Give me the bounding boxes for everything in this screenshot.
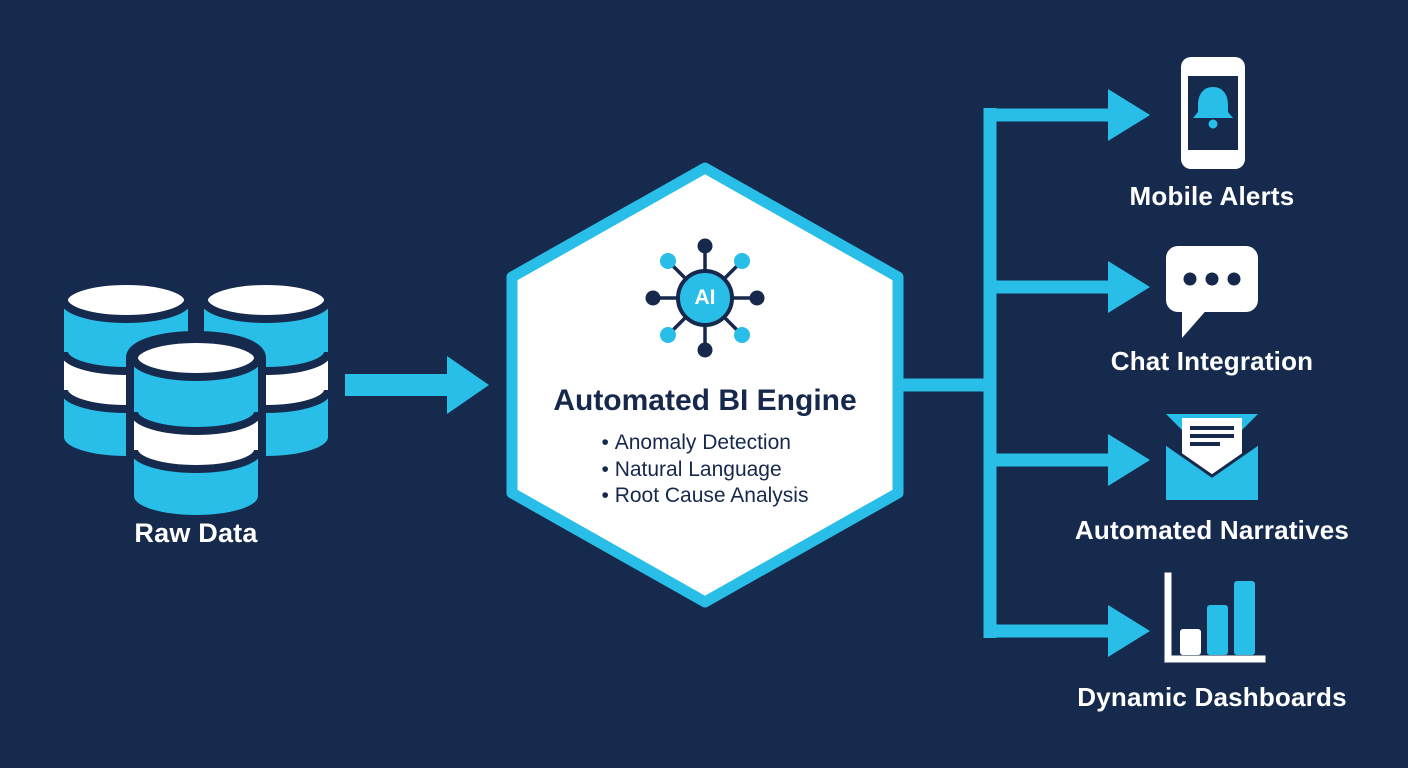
- output-label-automated-narratives: Automated Narratives: [1074, 515, 1350, 545]
- branch-arrowhead-chat: [1108, 261, 1150, 313]
- output-label-chat-integration: Chat Integration: [1110, 346, 1314, 376]
- output-label-dynamic-dashboards: Dynamic Dashboards: [1077, 682, 1347, 712]
- ai-badge-label: AI: [694, 286, 716, 309]
- bar-chart-icon: [1164, 572, 1266, 663]
- engine-feature-list-wrap: Anomaly Detection Natural Language Root …: [505, 430, 905, 510]
- branch-arrowhead-mobile: [1108, 89, 1150, 141]
- mobile-phone-bell-icon: [1181, 57, 1245, 169]
- branch-connector: [898, 108, 1112, 638]
- branch-arrowhead-narratives: [1108, 434, 1150, 486]
- bell-icon: [1193, 87, 1233, 129]
- ai-network-icon: [645, 238, 765, 358]
- raw-data-label: Raw Data: [134, 518, 258, 548]
- branch-arrowhead-dashboards: [1108, 605, 1150, 657]
- engine-feature-anomaly-detection: Anomaly Detection: [602, 430, 809, 457]
- engine-feature-natural-language: Natural Language: [602, 457, 809, 484]
- chat-bubble-icon: [1166, 246, 1258, 338]
- engine-title: Automated BI Engine: [553, 384, 857, 417]
- envelope-letter-icon: [1165, 414, 1259, 500]
- raw-data-database-icon: [60, 277, 332, 523]
- ai-core-circle: [676, 269, 734, 327]
- output-label-mobile-alerts: Mobile Alerts: [1129, 181, 1295, 211]
- engine-feature-root-cause-analysis: Root Cause Analysis: [602, 483, 809, 510]
- flow-arrow: [345, 356, 489, 414]
- engine-feature-list: Anomaly Detection Natural Language Root …: [602, 430, 809, 510]
